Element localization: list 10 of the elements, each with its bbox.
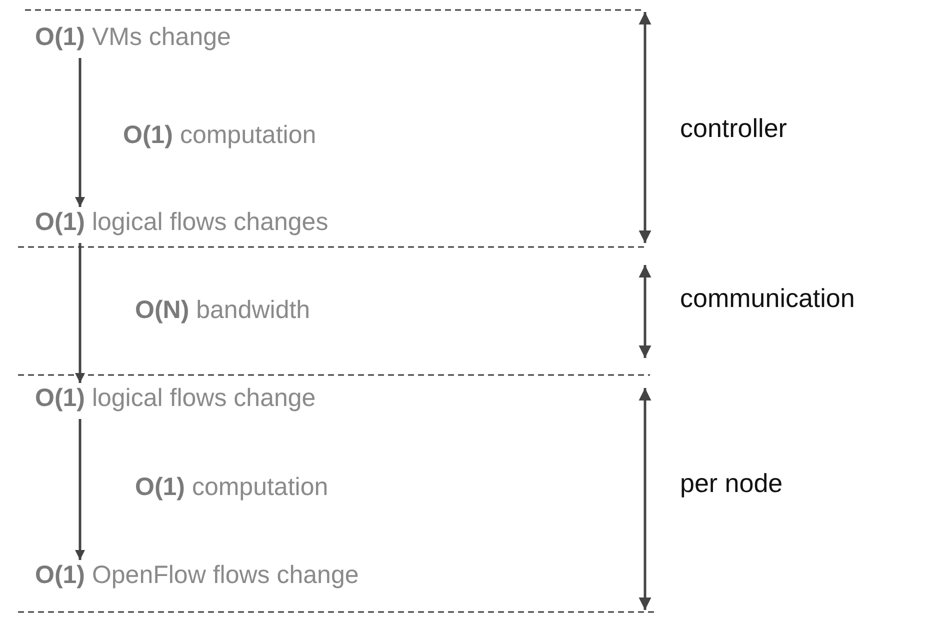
arrow [75, 419, 85, 560]
step-text: O(1) OpenFlow flows change [33, 560, 361, 590]
section-label: per node [680, 468, 783, 498]
step-text: O(1) logical flows changes [33, 207, 330, 237]
section-label: controller [680, 113, 787, 143]
section-label: communication [680, 283, 855, 313]
arrow [75, 243, 85, 383]
step-text: O(1) logical flows change [33, 383, 318, 413]
arrow [75, 58, 85, 207]
step-text: O(1) VMs change [33, 22, 233, 52]
